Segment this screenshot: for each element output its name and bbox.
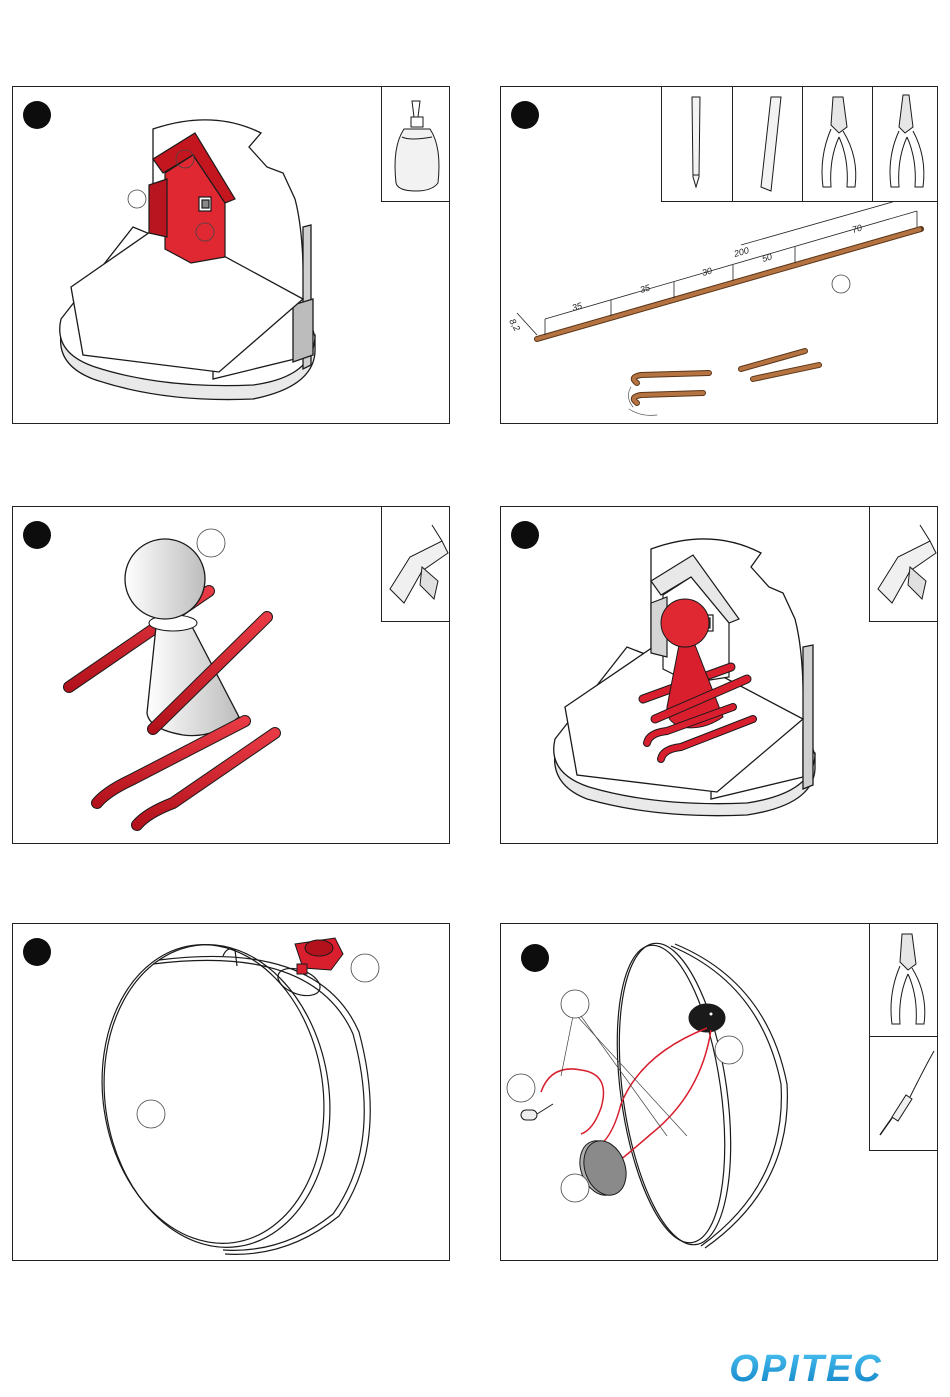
step-4-panel <box>500 506 938 844</box>
part-callout-circle <box>561 990 589 1018</box>
glue-bottle-icon <box>382 87 450 201</box>
soldering-iron-icon <box>870 1037 938 1149</box>
hot-glue-gun-icon <box>870 507 938 621</box>
step-2-tool-box <box>661 86 938 202</box>
clear-half-sphere <box>83 930 370 1261</box>
clear-half-sphere <box>601 936 788 1252</box>
side-cutter-pliers-icon <box>803 87 873 201</box>
step-6-panel <box>500 923 938 1261</box>
flat-nose-pliers-icon <box>873 87 938 201</box>
wooden-rod <box>537 229 921 339</box>
dim-segment-1: 35 <box>571 300 584 313</box>
step-1-tool-box <box>381 86 450 202</box>
part-callout-circle <box>832 275 850 293</box>
step-1-panel <box>12 86 450 424</box>
cut-rod-pieces <box>628 351 819 415</box>
opitec-logo-text: OPITEC <box>729 1348 882 1388</box>
step-3-panel <box>12 506 450 844</box>
part-callout-circle <box>715 1036 743 1064</box>
step-6-tool-box <box>869 923 938 1151</box>
step-5-panel <box>12 923 450 1261</box>
ruler-icon <box>733 87 803 201</box>
pencil-icon <box>662 87 732 201</box>
dim-rod-diameter: 8,2 <box>507 317 522 333</box>
side-cutter-pliers-icon <box>870 924 938 1036</box>
step-4-tool-box <box>869 506 938 622</box>
part-callout-circle <box>507 1074 535 1102</box>
opitec-logo: OPITEC <box>700 1348 912 1388</box>
step-3-tool-box <box>381 506 450 622</box>
step-5-illustration <box>13 924 450 1261</box>
wooden-ball-head <box>125 539 205 619</box>
dim-segment-5: 70 <box>851 223 863 235</box>
led-bulb-part <box>521 1104 553 1120</box>
part-callout-circle <box>137 1100 165 1128</box>
step-2-panel: 8,2 35 35 30 200 50 70 <box>500 86 938 424</box>
black-switch-part <box>689 1004 725 1032</box>
red-ski-rods <box>97 721 275 825</box>
hot-glue-gun-icon <box>382 507 450 621</box>
red-switch-part <box>295 938 343 974</box>
part-callout-circle <box>351 954 379 982</box>
dim-total: 200 <box>732 245 750 259</box>
part-callout-circle <box>561 1174 589 1202</box>
dim-segment-3: 30 <box>701 266 713 278</box>
dimension-lines <box>517 195 917 335</box>
part-callout-circle <box>128 190 146 208</box>
dim-segment-2: 35 <box>639 282 652 295</box>
part-callout-circle <box>197 529 225 557</box>
